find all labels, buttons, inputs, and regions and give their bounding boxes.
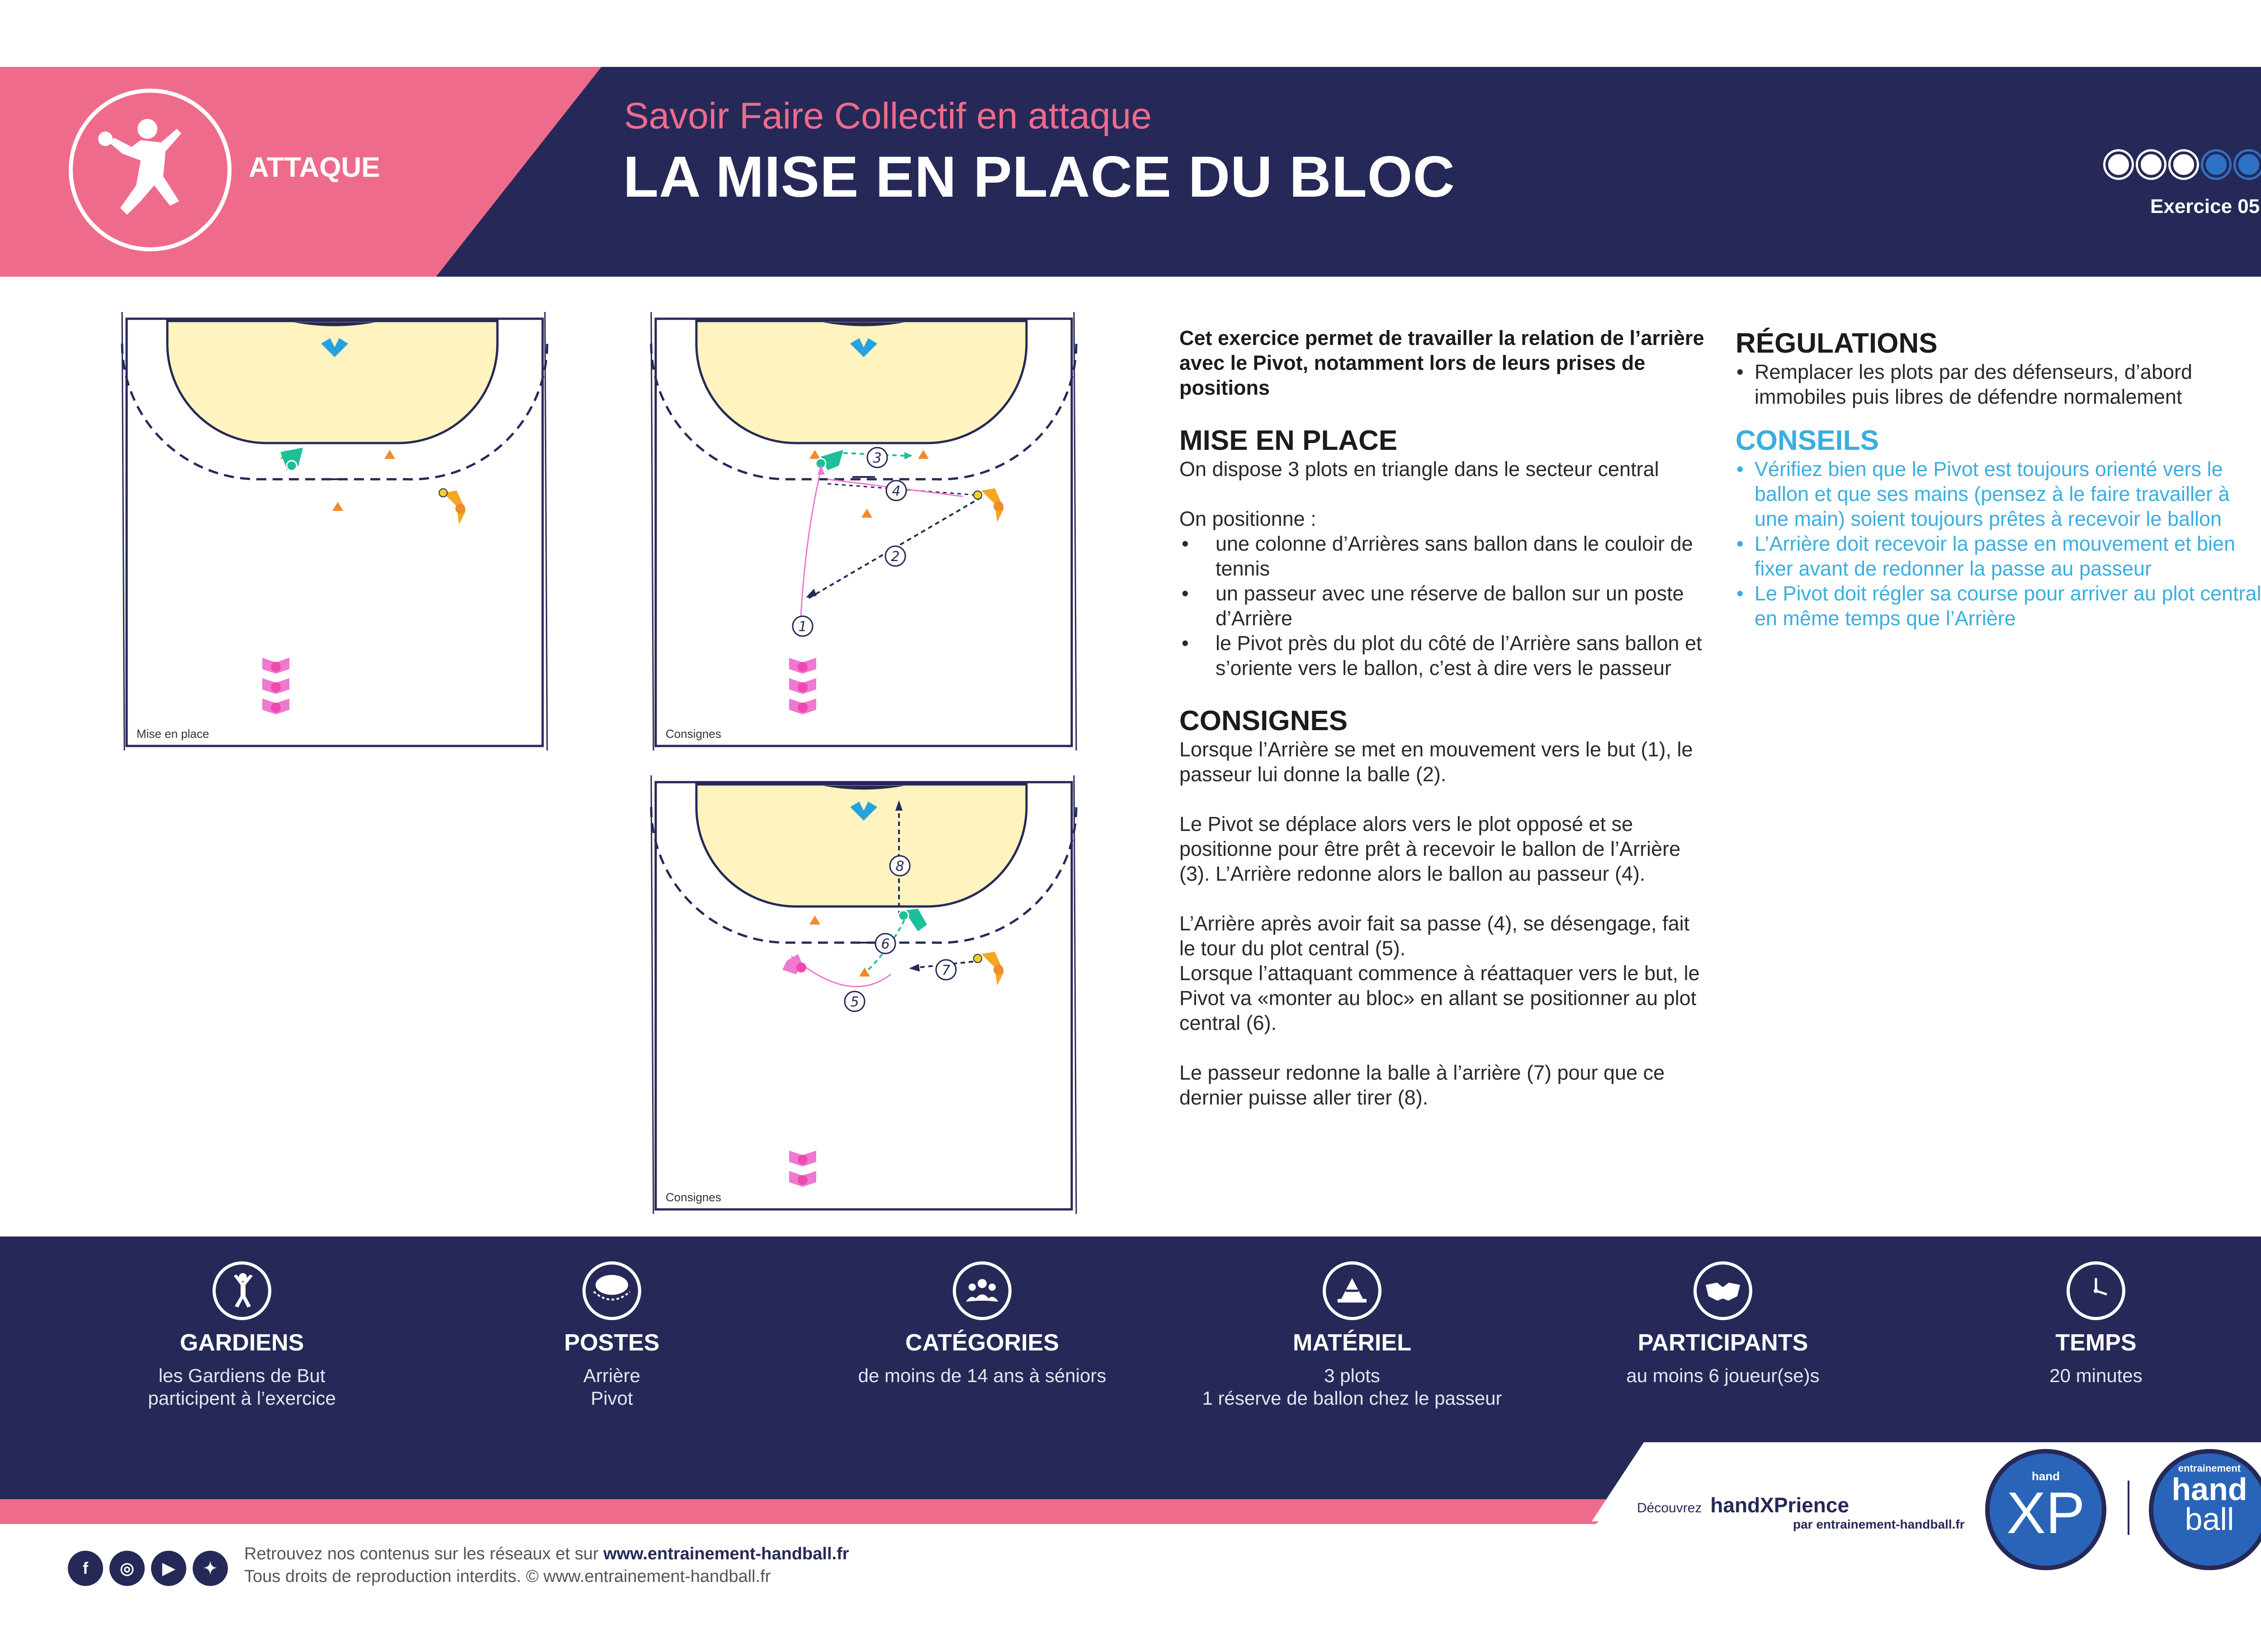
goalkeeper-icon [213, 1261, 271, 1320]
setup-text: On positionne : [1179, 507, 1316, 530]
info-label: POSTES [564, 1330, 660, 1356]
instructions-text: Lorsque l’attaquant commence à réattaque… [1179, 962, 1700, 1034]
setup-text: On dispose 3 plots en triangle dans le s… [1179, 458, 1659, 481]
handshake-icon [1693, 1261, 1752, 1320]
info-duration: TEMPS 20 minutes [1911, 1261, 2261, 1387]
page-subtitle: Savoir Faire Collectif en attaque [624, 95, 1152, 137]
page-title: LA MISE EN PLACE DU BLOC [623, 145, 1455, 209]
tips-list: Vérifiez bien que le Pivot est toujours … [1736, 457, 2261, 631]
cone-icon [1323, 1261, 1381, 1320]
info-value: au moins 6 joueur(se)s [1626, 1365, 1820, 1386]
svg-text:5: 5 [850, 994, 859, 1010]
logo-text: XP [2006, 1480, 2085, 1546]
instructions-column: Cet exercice permet de travailler la rel… [1179, 326, 1708, 1110]
difficulty-rating [2105, 151, 2261, 178]
footer-pink-strip [0, 1499, 1628, 1524]
handball-player-logo-icon [69, 89, 232, 251]
info-participants: PARTICIPANTS au moins 6 joueur(se)s [1537, 1261, 1908, 1387]
info-value: de moins de 14 ans à séniors [858, 1365, 1107, 1386]
group-icon [953, 1261, 1012, 1320]
instructions-text: Le Pivot se déplace alors vers le plot o… [1179, 812, 1681, 885]
clock-icon [2067, 1261, 2125, 1320]
svg-text:3: 3 [873, 450, 881, 466]
court-diagram-step-1: 3 4 2 1 Consignes [638, 312, 1090, 755]
logo-divider [2128, 1481, 2129, 1535]
logo-text: hand [2171, 1472, 2247, 1507]
list-item: Vérifiez bien que le Pivot est toujours … [1736, 457, 2261, 531]
difficulty-ball-icon [2236, 151, 2261, 178]
diagram-label: Mise en place [137, 727, 209, 741]
info-label: MATÉRIEL [1293, 1330, 1411, 1356]
svg-text:8: 8 [895, 859, 904, 874]
list-item: Le Pivot doit régler sa course pour arri… [1736, 581, 2261, 631]
entrainement-handball-logo[interactable]: entrainement hand ball [2149, 1449, 2261, 1570]
info-label: PARTICIPANTS [1637, 1330, 1808, 1356]
svg-text:7: 7 [941, 963, 950, 978]
discover-by: par entrainement-handball.fr [1793, 1517, 1965, 1531]
info-value: 20 minutes [2049, 1365, 2143, 1386]
info-label: CATÉGORIES [905, 1330, 1059, 1356]
footer-line: Retrouvez nos contenus sur les réseaux e… [244, 1544, 604, 1563]
court-diagram-step-2: 8 6 7 5 Consignes [638, 775, 1090, 1218]
regulations-list: Remplacer les plots par des défenseurs, … [1736, 359, 2261, 409]
youtube-icon[interactable]: ▶ [151, 1551, 186, 1586]
difficulty-ball-icon [2138, 151, 2164, 178]
logo-text: entrainement [2178, 1463, 2241, 1474]
list-item: L’Arrière doit recevoir la passe en mouv… [1736, 531, 2261, 581]
instagram-icon[interactable]: ◎ [109, 1551, 145, 1586]
exercise-number: Exercice 05 [2150, 195, 2260, 217]
svg-text:6: 6 [881, 936, 889, 952]
intro-text: Cet exercice permet de travailler la rel… [1179, 326, 1704, 399]
tips-section: CONSEILS Vérifiez bien que le Pivot est … [1736, 425, 2261, 631]
info-label: GARDIENS [180, 1330, 304, 1356]
list-item: une colonne d’Arrières sans ballon dans … [1182, 531, 1708, 581]
setup-heading: MISE EN PLACE [1179, 425, 1398, 456]
instructions-text: Lorsque l’Arrière se met en mouvement ve… [1179, 738, 1693, 786]
instructions-heading: CONSIGNES [1179, 705, 1348, 736]
positions-icon [582, 1261, 641, 1320]
category-label: ATTAQUE [249, 152, 380, 183]
facebook-icon[interactable]: f [68, 1551, 103, 1586]
instructions-text: L’Arrière après avoir fait sa passe (4),… [1179, 912, 1690, 960]
twitter-icon[interactable]: ✦ [193, 1551, 228, 1586]
discover-prefix: Découvrez [1637, 1501, 1702, 1515]
info-label: TEMPS [2055, 1330, 2137, 1356]
svg-text:2: 2 [891, 549, 899, 565]
handxp-logo[interactable]: hand XP [1985, 1449, 2106, 1570]
list-item: un passeur avec une réserve de ballon su… [1182, 581, 1708, 631]
discover-brand: handXPrience [1710, 1493, 1849, 1517]
difficulty-ball-icon [2171, 151, 2197, 178]
tips-heading: CONSEILS [1736, 425, 1879, 456]
svg-text:1: 1 [798, 619, 807, 635]
difficulty-ball-icon [2203, 151, 2229, 178]
info-categories: CATÉGORIES de moins de 14 ans à séniors [797, 1261, 1168, 1387]
regulations-heading: RÉGULATIONS [1736, 328, 1938, 359]
footer-text: Retrouvez nos contenus sur les réseaux e… [244, 1543, 849, 1588]
list-item: le Pivot près du plot du côté de l’Arriè… [1182, 631, 1708, 680]
instructions-text: Le passeur redonne la balle à l’arrière … [1179, 1061, 1665, 1109]
list-item: Remplacer les plots par des défenseurs, … [1736, 359, 2261, 409]
footer-link[interactable]: www.entrainement-handball.fr [603, 1544, 849, 1563]
discover-promo[interactable]: Découvrez handXPrience par entrainement-… [1637, 1493, 1965, 1532]
advice-column: RÉGULATIONS Remplacer les plots par des … [1736, 328, 2261, 631]
logo-text: ball [2185, 1501, 2234, 1537]
court-diagram-setup: Mise en place [109, 312, 561, 755]
diagram-label: Consignes [666, 727, 721, 741]
diagram-label: Consignes [666, 1190, 721, 1204]
svg-text:4: 4 [892, 483, 900, 499]
copyright-text: Tous droits de reproduction interdits. ©… [244, 1567, 771, 1586]
difficulty-ball-icon [2105, 151, 2132, 178]
setup-list: une colonne d’Arrières sans ballon dans … [1179, 531, 1708, 680]
logo-text: hand [2031, 1469, 2060, 1483]
